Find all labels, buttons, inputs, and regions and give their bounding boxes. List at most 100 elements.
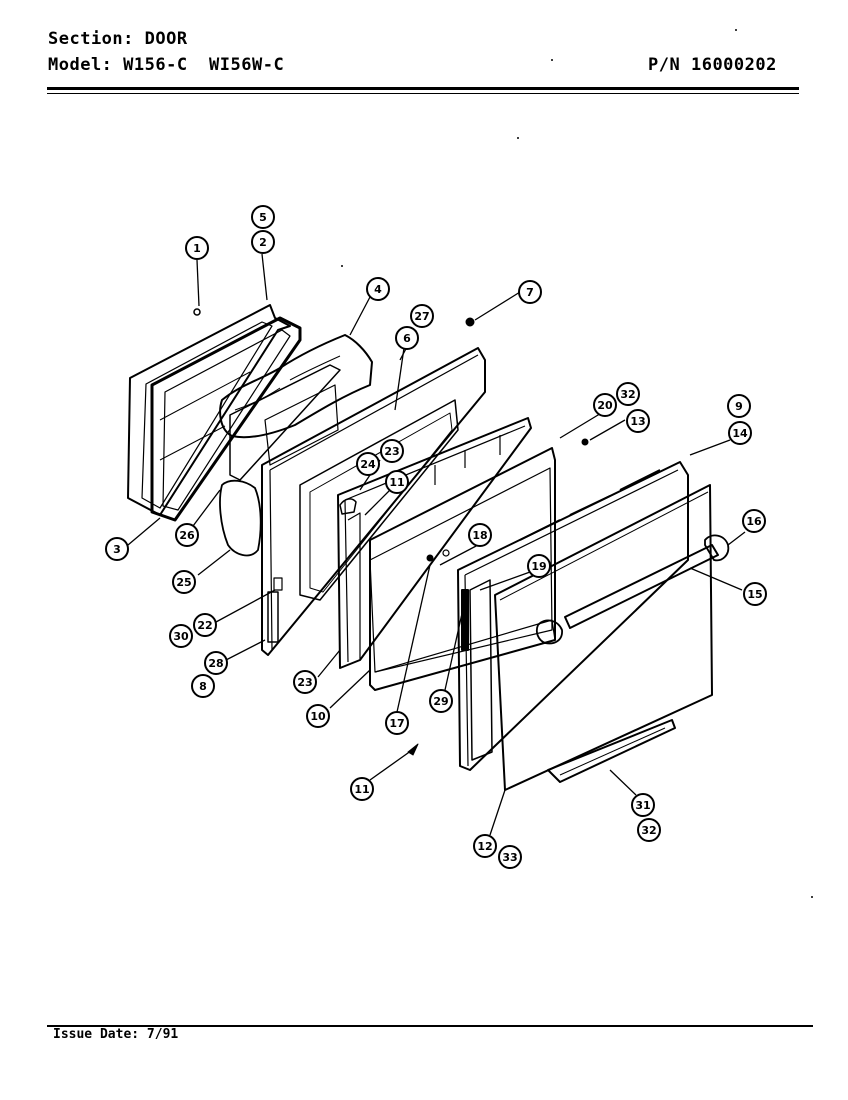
issue-label: Issue Date: bbox=[53, 1027, 140, 1042]
callout-circle bbox=[410, 304, 434, 328]
callout-circle bbox=[169, 624, 193, 648]
callout-c30: 30 bbox=[169, 624, 193, 648]
callout-circle bbox=[728, 421, 752, 445]
callout-number: 14 bbox=[732, 427, 748, 440]
section-value: DOOR bbox=[144, 29, 188, 49]
callout-c24: 24 bbox=[356, 452, 380, 476]
callout-circle bbox=[306, 704, 330, 728]
callout-circle bbox=[518, 280, 542, 304]
callout-number: 20 bbox=[597, 399, 613, 412]
callout-c22: 22 bbox=[193, 613, 217, 637]
door-handle bbox=[564, 544, 719, 629]
callout-c6: 6 bbox=[395, 326, 419, 350]
callout-circle bbox=[185, 236, 209, 260]
callout-number: 33 bbox=[502, 851, 517, 864]
callout-circle bbox=[204, 651, 228, 675]
callout-c15: 15 bbox=[743, 582, 767, 606]
callout-number: 4 bbox=[374, 283, 382, 296]
callout-number: 22 bbox=[197, 619, 212, 632]
callout-c32b: 32 bbox=[637, 818, 661, 842]
callout-number: 7 bbox=[526, 286, 534, 299]
model-label: Model: bbox=[48, 55, 113, 75]
callout-circle bbox=[743, 582, 767, 606]
callout-c23a: 23 bbox=[380, 439, 404, 463]
outer-door-panel bbox=[494, 484, 713, 791]
callout-number: 8 bbox=[199, 680, 207, 693]
callout-circle bbox=[385, 711, 409, 735]
callout-c23b: 23 bbox=[293, 670, 317, 694]
callout-circle bbox=[429, 689, 453, 713]
callout-number: 32 bbox=[620, 388, 635, 401]
callout-c20: 20 bbox=[593, 393, 617, 417]
callout-c28: 28 bbox=[204, 651, 228, 675]
callout-number: 6 bbox=[403, 332, 411, 345]
door-liner-frame bbox=[127, 304, 291, 516]
callout-c19: 19 bbox=[527, 554, 551, 578]
model-values: W156-C WI56W-C bbox=[123, 55, 285, 75]
section-label: Section: bbox=[48, 29, 134, 49]
callout-number: 29 bbox=[433, 695, 448, 708]
callout-number: 15 bbox=[747, 588, 762, 601]
callout-number: 3 bbox=[113, 543, 121, 556]
callout-c10: 10 bbox=[306, 704, 330, 728]
callout-number: 5 bbox=[259, 211, 267, 224]
callout-number: 25 bbox=[176, 576, 191, 589]
callout-c13: 13 bbox=[626, 409, 650, 433]
callout-number: 19 bbox=[531, 560, 546, 573]
callout-circle bbox=[251, 205, 275, 229]
issue-value: 7/91 bbox=[146, 1027, 179, 1042]
callout-number: 11 bbox=[389, 476, 404, 489]
callout-number: 28 bbox=[208, 657, 223, 670]
callout-circle bbox=[193, 613, 217, 637]
callout-circle bbox=[380, 439, 404, 463]
section-heading: Section: DOOR bbox=[48, 29, 188, 49]
callout-circle bbox=[727, 394, 751, 418]
callout-c17: 17 bbox=[385, 711, 409, 735]
callout-number: 2 bbox=[259, 236, 267, 249]
issue-date: Issue Date: 7/91 bbox=[53, 1027, 178, 1042]
callout-c32a: 32 bbox=[616, 382, 640, 406]
callout-circle bbox=[251, 230, 275, 254]
callout-c14: 14 bbox=[728, 421, 752, 445]
callout-circle bbox=[468, 523, 492, 547]
callout-number: 13 bbox=[630, 415, 645, 428]
callout-number: 32 bbox=[641, 824, 656, 837]
callout-circle bbox=[293, 670, 317, 694]
callout-c18: 18 bbox=[468, 523, 492, 547]
callout-number: 24 bbox=[360, 458, 376, 471]
callout-number: 23 bbox=[297, 676, 312, 689]
callout-number: 23 bbox=[384, 445, 399, 458]
outer-glass-frame bbox=[457, 461, 689, 771]
bottom-trim-strip bbox=[547, 719, 676, 783]
callout-c16: 16 bbox=[742, 509, 766, 533]
callout-number: 16 bbox=[746, 515, 762, 528]
callout-c27: 27 bbox=[410, 304, 434, 328]
callout-circle bbox=[626, 409, 650, 433]
callout-circle bbox=[742, 509, 766, 533]
model-heading: Model: W156-C WI56W-C bbox=[48, 55, 284, 75]
callout-c25: 25 bbox=[172, 570, 196, 594]
callout-circle bbox=[473, 834, 497, 858]
inner-door-panel bbox=[261, 347, 486, 656]
window-pack-frame bbox=[337, 417, 532, 669]
callout-number: 31 bbox=[635, 799, 650, 812]
header-rule-thick bbox=[47, 87, 799, 90]
callout-circle bbox=[350, 777, 374, 801]
callout-c1: 1 bbox=[185, 236, 209, 260]
callout-circle bbox=[385, 470, 409, 494]
callout-circle bbox=[356, 452, 380, 476]
callout-c26: 26 bbox=[175, 523, 199, 547]
callout-c11a: 11 bbox=[385, 470, 409, 494]
callout-c8: 8 bbox=[191, 674, 215, 698]
door-gasket bbox=[150, 316, 302, 522]
callout-circle bbox=[498, 845, 522, 869]
callout-number: 18 bbox=[472, 529, 487, 542]
header-rule-thin bbox=[47, 93, 799, 94]
callout-circle bbox=[105, 537, 129, 561]
part-number-heading: P/N 16000202 bbox=[648, 55, 777, 75]
callout-c2: 2 bbox=[251, 230, 275, 254]
callout-circle bbox=[637, 818, 661, 842]
callout-c5: 5 bbox=[251, 205, 275, 229]
